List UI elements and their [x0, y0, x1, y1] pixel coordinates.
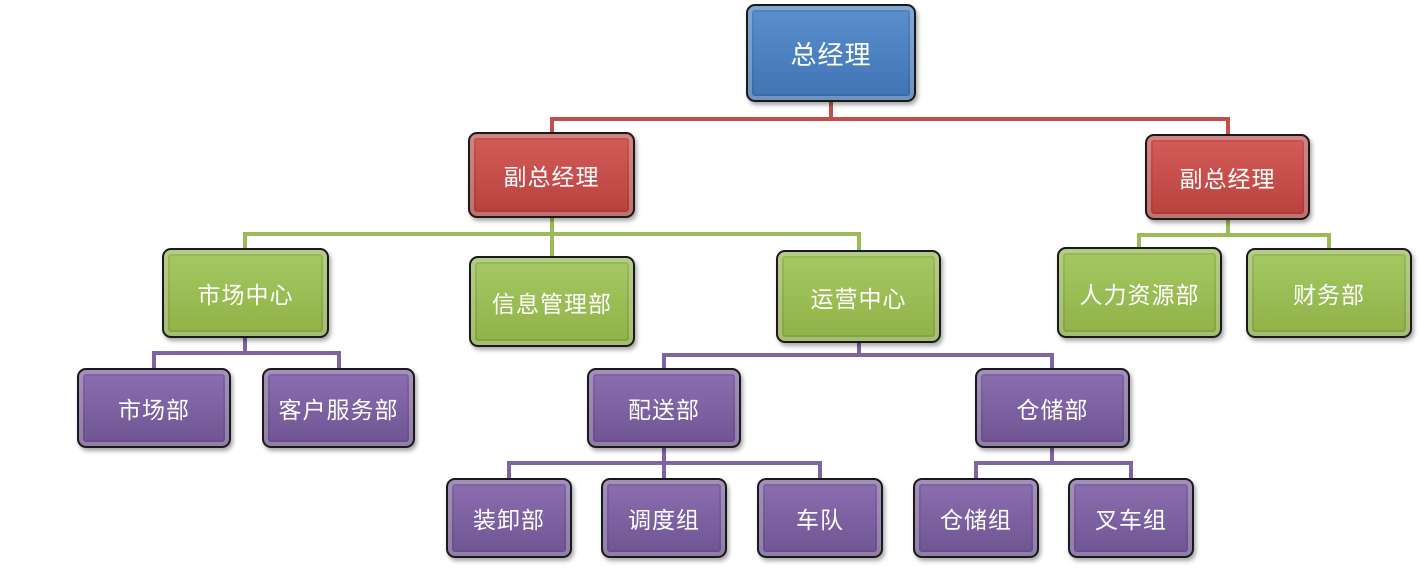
node-market-center: 市场中心: [162, 248, 329, 338]
connector-storage-to-groups: [974, 448, 1133, 478]
node-market-dept: 市场部: [77, 368, 231, 448]
node-deputy-general-manager-left: 副总经理: [468, 132, 635, 218]
node-customer-service-dept: 客户服务部: [262, 368, 415, 448]
connector-vp-right-to-depts: [1137, 220, 1331, 248]
node-dispatch-group: 调度组: [601, 478, 727, 558]
node-operations-center: 运营中心: [776, 250, 941, 343]
node-storage-group: 仓储组: [913, 478, 1039, 558]
node-fleet: 车队: [757, 478, 883, 558]
node-loading-dept: 装卸部: [446, 478, 572, 558]
node-storage-dept: 仓储部: [975, 368, 1130, 448]
node-finance-dept: 财务部: [1246, 248, 1412, 338]
node-general-manager: 总经理: [746, 4, 916, 102]
connector-ceo-to-vps: [550, 102, 1230, 134]
node-hr-dept: 人力资源部: [1057, 247, 1222, 338]
connector-vp-left-to-centers: [243, 218, 861, 256]
connector-market-center-to-depts: [152, 338, 341, 368]
node-deputy-general-manager-right: 副总经理: [1145, 134, 1310, 220]
connector-delivery-to-groups: [507, 448, 822, 478]
node-forklift-group: 叉车组: [1068, 478, 1194, 558]
node-delivery-dept: 配送部: [587, 368, 741, 448]
connector-ops-center-to-depts: [662, 343, 1054, 368]
node-info-management-dept: 信息管理部: [469, 256, 635, 347]
